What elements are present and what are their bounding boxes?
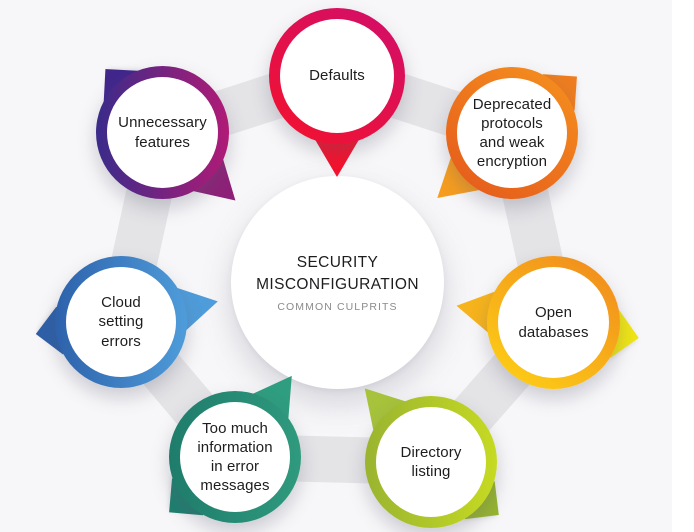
node-too-much-information: Too much information in error messages [169, 391, 301, 523]
node-ring: Directory listing [365, 396, 497, 528]
node-label: Deprecated protocols and weak encryption [472, 95, 552, 171]
node-directory-listing: Directory listing [365, 396, 499, 528]
node-cloud-setting-errors: Cloud setting errors [35, 256, 187, 388]
node-face: Cloud setting errors [66, 267, 176, 377]
center-title: SECURITY MISCONFIGURATION [256, 253, 419, 293]
node-unnecessary-features: Unnecessary features [96, 66, 229, 199]
node-defaults: Defaults [269, 8, 405, 144]
node-face: Open databases [498, 267, 609, 378]
node-face: Deprecated protocols and weak encryption [457, 78, 567, 188]
node-label: Directory listing [400, 443, 462, 480]
node-deprecated-protocols: Deprecated protocols and weak encryption [446, 67, 578, 199]
node-ring: Deprecated protocols and weak encryption [446, 67, 578, 199]
node-label: Too much information in error messages [197, 419, 273, 495]
node-face: Too much information in error messages [180, 402, 290, 512]
node-label: Unnecessary features [118, 114, 207, 151]
node-ring: Cloud setting errors [55, 256, 187, 388]
node-face: Unnecessary features [107, 77, 218, 188]
node-ring: Open databases [487, 256, 620, 389]
node-face: Defaults [280, 19, 394, 133]
node-label: Open databases [518, 304, 589, 341]
node-ring: Too much information in error messages [169, 391, 301, 523]
node-label: Cloud setting errors [98, 294, 144, 350]
diagram-canvas: Defaults Deprecated protocols and weak e… [35, 8, 639, 528]
node-label: Defaults [309, 67, 365, 85]
node-ring: Defaults [269, 8, 405, 144]
node-open-databases: Open databases [487, 256, 639, 389]
node-face: Directory listing [376, 407, 486, 517]
center-circle: SECURITY MISCONFIGURATION COMMON CULPRIT… [231, 176, 444, 389]
node-ring: Unnecessary features [96, 66, 229, 199]
center-subtitle: COMMON CULPRITS [277, 301, 398, 314]
